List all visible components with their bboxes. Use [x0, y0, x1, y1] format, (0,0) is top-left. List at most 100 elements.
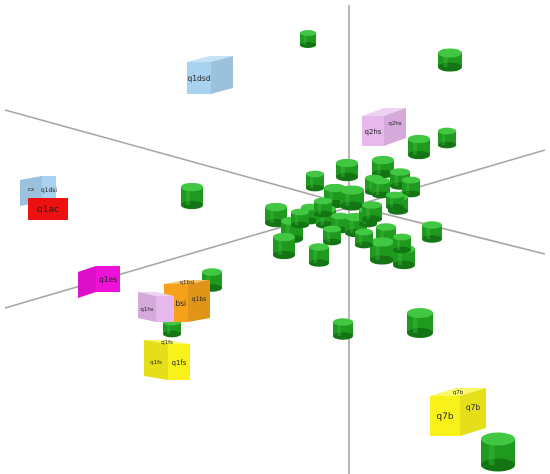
cylinder-body	[306, 174, 324, 188]
cylinder-base	[163, 330, 181, 338]
cylinder-marker	[370, 237, 394, 265]
cylinder-body	[422, 225, 442, 239]
cylinder-marker	[362, 201, 382, 223]
cube-side-face	[78, 266, 96, 298]
cylinder-marker	[265, 202, 287, 228]
cylinder-top	[407, 308, 433, 318]
cylinder-top	[390, 168, 410, 176]
cube-top-label: q1fs	[161, 340, 173, 346]
cube-side-face	[188, 280, 210, 322]
cylinder-highlight	[310, 174, 314, 188]
cylinder-base	[362, 215, 382, 223]
cylinder-highlight	[335, 216, 339, 230]
cube-front-label: q2hs	[365, 128, 382, 136]
cylinder-marker	[309, 243, 329, 267]
cylinder-base	[181, 200, 203, 210]
cube-side-label: q1hs	[140, 307, 153, 313]
cylinder-highlight	[337, 322, 341, 336]
cube-q1ac: q1ac	[28, 198, 68, 220]
cylinder-marker	[323, 225, 341, 246]
cylinder-highlight	[349, 217, 354, 233]
cylinder-marker	[306, 170, 324, 192]
cube-top-face	[187, 56, 233, 62]
cube-q7b: q7b q7b q7b	[430, 388, 486, 436]
cylinder-highlight	[394, 172, 398, 186]
cube-front-label: q7b	[436, 412, 453, 422]
cylinder-highlight	[397, 249, 402, 265]
cylinder-body	[181, 187, 203, 205]
cylinder-highlight	[277, 237, 282, 255]
cylinder-base	[408, 150, 430, 160]
cylinder-base	[314, 210, 332, 218]
cube-side-label: q7b	[466, 403, 481, 412]
cylinder-top	[202, 268, 222, 276]
cylinder-body	[402, 180, 420, 194]
cube-side-face	[138, 292, 156, 322]
cube-top-face	[430, 388, 486, 396]
cylinder-base	[336, 172, 358, 182]
cylinder-base	[333, 332, 353, 340]
cylinder-top	[309, 243, 329, 251]
cylinder-highlight	[406, 180, 410, 194]
cube-front-face	[168, 344, 190, 380]
cylinder-body	[386, 195, 404, 207]
cylinder-body	[314, 201, 332, 214]
cylinder-body	[265, 207, 287, 223]
cube-front-label: q1ac	[37, 205, 59, 215]
cylinder-highlight	[340, 163, 345, 177]
cube-front-face	[96, 266, 120, 292]
cylinder-highlight	[380, 227, 384, 243]
cube-q2hs: q2hs q2hs	[362, 108, 406, 146]
cylinder-top	[333, 318, 353, 326]
cylinder-base	[393, 246, 411, 254]
cylinder-body	[333, 322, 353, 336]
cylinder-base	[309, 259, 329, 267]
cylinder-highlight	[295, 212, 299, 225]
cube-side-label: q1fs	[150, 360, 162, 366]
cylinder-base	[291, 221, 309, 229]
cube-side-label: q2hs	[388, 121, 401, 127]
cylinder-base	[273, 250, 295, 260]
cylinder-marker	[336, 158, 358, 182]
cylinder-highlight	[366, 205, 370, 219]
cylinder-top	[372, 177, 390, 185]
cylinder-top	[355, 228, 373, 236]
cube-top-face	[138, 292, 174, 296]
cylinder-top	[372, 155, 394, 165]
cube-front-face	[28, 198, 68, 220]
cylinder-top	[331, 212, 349, 220]
cylinder-highlight	[285, 221, 290, 239]
cube-top-label: q7b	[453, 390, 464, 396]
cylinder-top	[422, 221, 442, 229]
cylinder-highlight	[303, 33, 307, 45]
cylinder-marker	[408, 134, 430, 160]
cylinder-top	[314, 197, 332, 205]
cylinder-highlight	[442, 131, 446, 145]
cylinder-body	[300, 33, 316, 45]
cylinder-highlight	[313, 247, 317, 263]
cube-side-face	[384, 108, 406, 146]
cylinder-marker	[386, 191, 404, 211]
cube-top-face	[164, 280, 210, 284]
cylinder-marker	[314, 197, 332, 218]
cube-q1es: q1es	[78, 266, 120, 298]
cube-front-face	[156, 296, 174, 322]
cylinder-body	[340, 190, 364, 206]
cylinder-marker	[372, 177, 390, 199]
cylinder-top	[386, 191, 404, 199]
cylinder-top	[438, 48, 462, 58]
cube-side-label: cx	[28, 187, 35, 193]
cube-front-face	[187, 62, 211, 94]
cylinder-highlight	[488, 439, 495, 465]
cylinder-marker	[333, 318, 353, 340]
cylinder-marker	[393, 233, 411, 254]
cube-front-label: q1dsi	[41, 187, 58, 194]
cube-top-face	[362, 108, 406, 116]
cube-side-label: q1bs	[192, 296, 207, 303]
cylinder-highlight	[167, 322, 171, 334]
cylinder-body	[323, 229, 341, 242]
cylinder-base	[386, 203, 404, 211]
cube-front-label: q1bsi	[166, 299, 186, 308]
